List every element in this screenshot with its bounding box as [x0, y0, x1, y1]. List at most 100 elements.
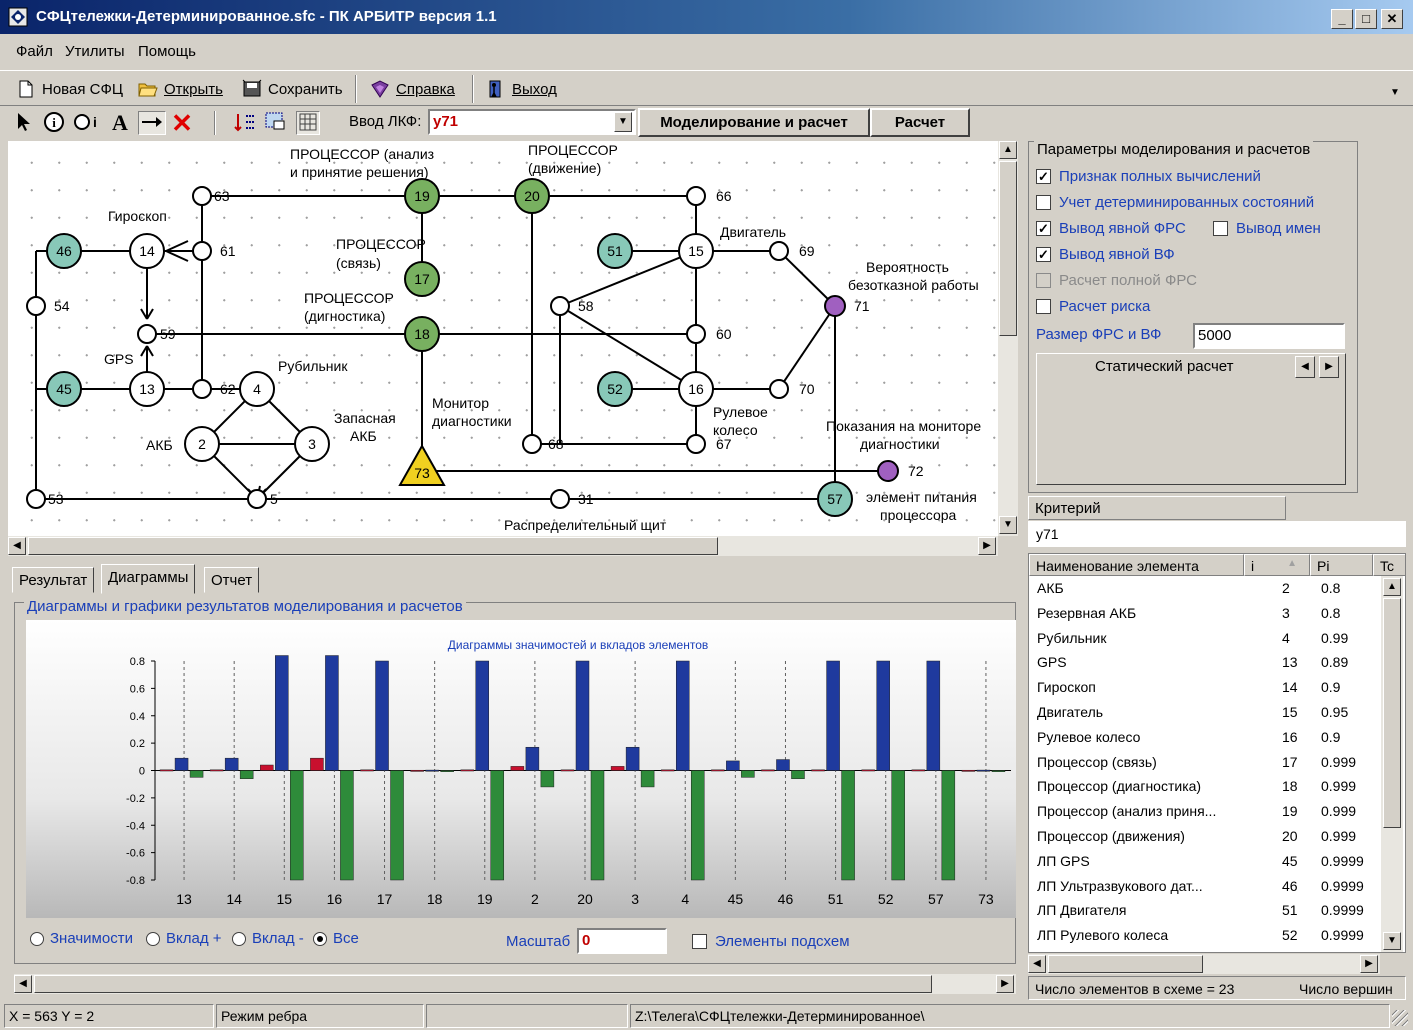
radio-all[interactable]: Все [313, 930, 359, 947]
minimize-button[interactable]: _ [1331, 9, 1353, 29]
determ-checkbox[interactable]: Учет детерминированных состояний [1036, 194, 1314, 211]
canvas-hscrollbar[interactable]: ◀ ▶ [8, 536, 998, 556]
scroll-left-icon[interactable]: ◀ [14, 975, 32, 993]
full-calc-checkbox[interactable]: ✓Признак полных вычислений [1036, 168, 1261, 185]
save-button[interactable]: Сохранить [242, 77, 343, 101]
node-13[interactable]: 13 [139, 381, 155, 397]
risk-checkbox[interactable]: Расчет риска [1036, 298, 1150, 315]
size-input[interactable]: 5000 [1193, 323, 1345, 349]
help-button[interactable]: Справка [370, 77, 455, 101]
scroll-down-icon[interactable]: ▼ [1383, 932, 1401, 950]
scale-input[interactable]: 0 [577, 928, 667, 954]
scroll-thumb[interactable] [1383, 598, 1401, 828]
exit-button[interactable]: Выход [486, 77, 557, 101]
node-46[interactable]: 46 [56, 243, 72, 259]
canvas-vscrollbar[interactable]: ▲ ▼ [998, 141, 1018, 536]
tab-diagrams[interactable]: Диаграммы [101, 564, 196, 594]
show-frs-checkbox[interactable]: ✓Вывод явной ФРС [1036, 220, 1186, 237]
node-17[interactable]: 17 [414, 271, 430, 287]
table-hscrollbar[interactable]: ◀ ▶ [1028, 954, 1380, 974]
node-4[interactable]: 4 [253, 381, 261, 397]
tab-result[interactable]: Результат [12, 567, 95, 593]
scroll-up-icon[interactable]: ▲ [999, 141, 1017, 159]
node-18[interactable]: 18 [414, 326, 430, 342]
node-16[interactable]: 16 [688, 381, 704, 397]
edge-tool-icon[interactable] [138, 111, 166, 135]
col-header-name[interactable]: Наименование элемента [1029, 554, 1244, 576]
subschemes-checkbox[interactable]: Элементы подсхем [692, 933, 850, 950]
open-button[interactable]: Открыть [138, 77, 223, 101]
static-calc-tab[interactable]: Статический расчет [1095, 358, 1234, 375]
maximize-button[interactable]: □ [1355, 9, 1377, 29]
grid-tool-icon[interactable] [296, 111, 320, 135]
chart-hscrollbar[interactable]: ◀ ▶ [14, 974, 1016, 994]
lkf-combo[interactable]: y71 ▼ [428, 109, 636, 135]
output-point-72[interactable] [877, 460, 899, 482]
calc-button[interactable]: Расчет [870, 108, 970, 137]
show-vf-checkbox[interactable]: ✓Вывод явной ВФ [1036, 246, 1175, 263]
tab-report[interactable]: Отчет [204, 567, 260, 593]
node-73[interactable]: 73 [414, 465, 430, 481]
col-header-i[interactable]: i▲ [1244, 554, 1310, 576]
criterion-value[interactable]: y71 [1028, 521, 1406, 547]
show-names-checkbox[interactable]: Вывод имен [1213, 220, 1321, 237]
scroll-thumb[interactable] [34, 975, 932, 993]
node-19[interactable]: 19 [414, 188, 430, 204]
table-vscrollbar[interactable]: ▲ ▼ [1381, 576, 1403, 952]
scroll-left-icon[interactable]: ◀ [1028, 955, 1046, 973]
diagram-canvas[interactable]: 19 20 17 18 46 14 45 13 51 15 52 16 4 2 … [8, 141, 998, 536]
new-button[interactable]: Новая СФЦ [16, 77, 123, 101]
pointer-tool-icon[interactable] [12, 111, 36, 135]
output-tool-icon[interactable]: i [72, 111, 102, 135]
scroll-right-icon[interactable]: ▶ [978, 537, 996, 555]
node-57[interactable]: 57 [827, 491, 843, 507]
node-15[interactable]: 15 [688, 243, 704, 259]
node-45[interactable]: 45 [56, 381, 72, 397]
scroll-right-icon[interactable]: ▶ [1360, 955, 1378, 973]
tab-prev-icon[interactable]: ◀ [1295, 356, 1315, 378]
radio-contrib-minus[interactable]: Вклад - [232, 930, 304, 947]
menu-file[interactable]: Файл [16, 43, 53, 60]
text-tool-icon[interactable]: A [112, 110, 128, 135]
lkf-dropdown-icon[interactable]: ▼ [614, 112, 632, 132]
menu-utilities[interactable]: Утилиты [65, 43, 125, 60]
scroll-down-icon[interactable]: ▼ [999, 516, 1017, 534]
scroll-thumb[interactable] [1048, 955, 1203, 973]
scroll-up-icon[interactable]: ▲ [1383, 578, 1401, 596]
node-52[interactable]: 52 [607, 381, 623, 397]
col-header-tc[interactable]: Tc [1373, 554, 1405, 576]
scroll-right-icon[interactable]: ▶ [996, 975, 1014, 993]
info-tool-icon[interactable]: i [42, 111, 66, 135]
radio-contrib-plus[interactable]: Вклад + [146, 930, 222, 947]
output-point-71[interactable] [824, 295, 846, 317]
node-20[interactable]: 20 [524, 188, 540, 204]
node-3[interactable]: 3 [308, 436, 316, 452]
radio-significance[interactable]: Значимости [30, 930, 133, 947]
sort-tool-icon[interactable] [232, 111, 256, 135]
toolbar-overflow-icon[interactable]: ▼ [1390, 87, 1400, 98]
col-header-pi[interactable]: Pi [1310, 554, 1373, 576]
node-14[interactable]: 14 [139, 243, 155, 259]
delete-tool-icon[interactable]: ✕ [171, 108, 193, 138]
close-button[interactable]: ✕ [1381, 9, 1403, 29]
menu-help[interactable]: Помощь [138, 43, 196, 60]
node-2[interactable]: 2 [198, 436, 206, 452]
node-51[interactable]: 51 [607, 243, 623, 259]
select-area-tool-icon[interactable] [264, 111, 288, 135]
scroll-left-icon[interactable]: ◀ [8, 537, 26, 555]
